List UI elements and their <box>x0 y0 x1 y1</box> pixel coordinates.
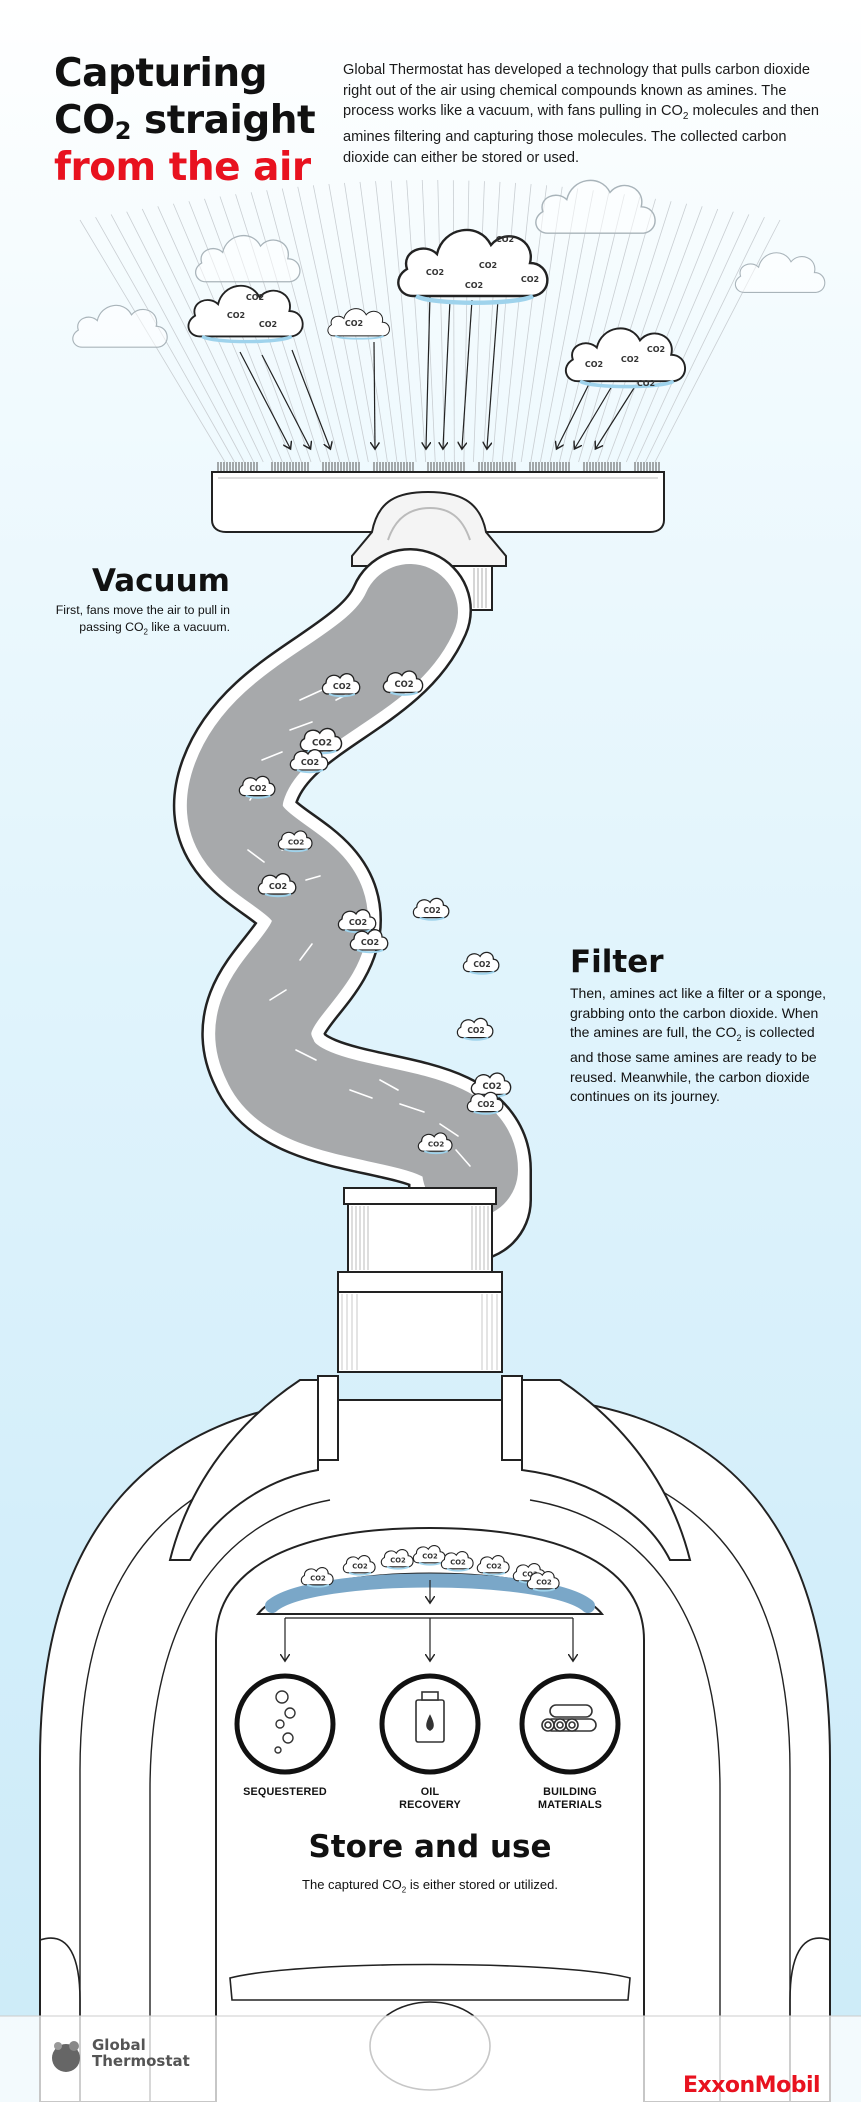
co2-label: CO2 <box>585 360 603 369</box>
air-rays <box>79 180 781 463</box>
svg-text:CO2: CO2 <box>536 1579 552 1587</box>
branch-arrows <box>285 1580 573 1660</box>
co2-label: CO2 <box>345 319 363 328</box>
co2-puff: CO2 <box>470 1072 512 1098</box>
co2-label: CO2 <box>647 345 665 354</box>
svg-text:CO2: CO2 <box>352 1563 368 1571</box>
svg-text:CO2: CO2 <box>333 682 351 691</box>
co2-puff: CO2 <box>321 672 361 698</box>
co2-puff: CO2 <box>277 830 313 853</box>
svg-text:CO2: CO2 <box>422 1553 438 1561</box>
svg-text:CO2: CO2 <box>428 1140 444 1149</box>
co2-puff: CO2 <box>289 748 329 774</box>
co2-puff: CO2 <box>412 1544 446 1566</box>
use-circles <box>234 1673 621 1775</box>
svg-text:CO2: CO2 <box>450 1559 466 1567</box>
co2-label: CO2 <box>637 379 655 388</box>
co2-puff: CO2 <box>512 1562 546 1584</box>
co2-puff: CO2 <box>300 1566 334 1588</box>
co2-puff: CO2 <box>342 1554 376 1576</box>
global-thermostat-logo: Global Thermostat <box>92 2036 190 2070</box>
svg-text:CO2: CO2 <box>477 1100 494 1109</box>
svg-text:CO2: CO2 <box>349 918 367 927</box>
co2-puff: CO2 <box>380 1548 414 1570</box>
vacuum-description: First, fans move the air to pull in pass… <box>55 603 230 637</box>
svg-text:CO2: CO2 <box>394 679 413 689</box>
co2-label: CO2 <box>621 355 639 364</box>
svg-text:CO2: CO2 <box>482 1081 501 1091</box>
svg-text:CO2: CO2 <box>390 1557 406 1565</box>
oil-can-icon <box>415 1691 445 1743</box>
filter-description: Then, amines act like a filter or a spon… <box>570 985 827 1105</box>
svg-text:CO2: CO2 <box>249 784 266 793</box>
co2-label: CO2 <box>521 275 539 284</box>
co2-puff: CO2 <box>257 872 297 898</box>
use-label-building-materials: BUILDING MATERIALS <box>538 1786 602 1811</box>
co2-label: CO2 <box>227 311 245 320</box>
exxonmobil-logo: ExxonMobil <box>683 2073 821 2098</box>
co2-puff: CO2 <box>526 1570 560 1592</box>
global-thermostat-logo-icon <box>52 2041 80 2072</box>
filter-heading: Filter <box>570 944 664 980</box>
svg-text:CO2: CO2 <box>312 738 332 748</box>
vacuum-heading: Vacuum <box>91 563 230 599</box>
co2-label: CO2 <box>465 281 483 290</box>
svg-text:CO2: CO2 <box>288 838 304 847</box>
co2-label: CO2 <box>479 261 497 270</box>
footer-band <box>0 2015 861 2102</box>
co2-puff: CO2 <box>417 1132 453 1155</box>
air-arrows <box>239 294 635 448</box>
store-description: The captured CO2 is either stored or uti… <box>302 1877 558 1895</box>
svg-text:CO2: CO2 <box>301 758 319 767</box>
page-title: Capturing CO2 straight from the air <box>54 51 316 190</box>
co2-puff: CO2 <box>476 1554 510 1576</box>
co2-label: CO2 <box>259 320 277 329</box>
svg-text:CO2: CO2 <box>473 960 490 969</box>
svg-text:CO2: CO2 <box>423 906 440 915</box>
use-label-oil-recovery: OIL RECOVERY <box>399 1786 461 1811</box>
co2-puff: CO2 <box>412 897 450 921</box>
co2-label: CO2 <box>246 293 264 302</box>
svg-text:CO2: CO2 <box>522 1571 538 1579</box>
store-heading: Store and use <box>308 1829 552 1865</box>
co2-label: CO2 <box>426 268 444 277</box>
co2-puff: CO2 <box>299 727 343 755</box>
intro-paragraph: Global Thermostat has developed a techno… <box>343 62 820 166</box>
svg-text:CO2: CO2 <box>310 1575 326 1583</box>
co2-puff: CO2 <box>462 951 500 975</box>
co2-puff: CO2 <box>440 1550 474 1572</box>
hose-connector <box>337 1187 503 1373</box>
use-label-sequestered: SEQUESTERED <box>243 1786 327 1798</box>
pipes-icon <box>541 1704 597 1732</box>
bubbles-icon <box>274 1690 296 1754</box>
co2-puff: CO2 <box>238 775 276 799</box>
co2-puff: CO2 <box>456 1017 494 1041</box>
co2-puff: CO2 <box>466 1091 504 1115</box>
co2-puff: CO2 <box>337 908 377 934</box>
svg-text:CO2: CO2 <box>486 1563 502 1571</box>
co2-label: CO2 <box>496 235 514 244</box>
svg-text:CO2: CO2 <box>269 882 287 891</box>
svg-text:CO2: CO2 <box>361 938 379 947</box>
svg-text:CO2: CO2 <box>467 1026 484 1035</box>
co2-puff: CO2 <box>382 670 424 696</box>
co2-puff: CO2 <box>349 928 389 954</box>
